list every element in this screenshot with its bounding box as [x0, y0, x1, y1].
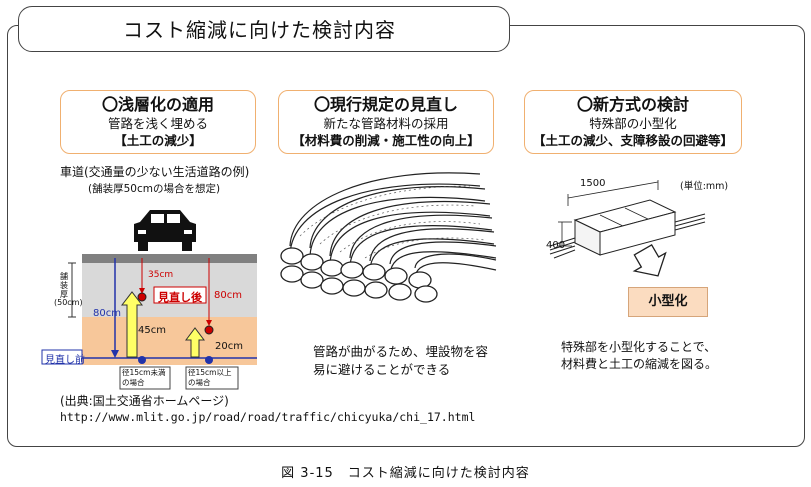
miniaturize-badge: 小型化	[628, 287, 708, 317]
column-bracket: 【材料費の削減・施工性の向上】	[292, 133, 480, 148]
column-heading: 〇浅層化の適用	[101, 95, 214, 114]
pipe-large-box	[185, 366, 239, 390]
lower-soil-layer	[82, 317, 257, 365]
rise-arrow-20	[185, 327, 205, 358]
column-revision-header: 〇現行規定の見直し 新たな管路材料の採用 【材料費の削減・施工性の向上】	[278, 90, 494, 154]
middle-desc-line1: 管路が曲がるため、埋設物を容	[313, 344, 489, 359]
unit-label: (単位:mm)	[680, 181, 729, 192]
car-icon	[134, 210, 196, 251]
pavement-layer	[82, 254, 257, 263]
pipe-before-large	[205, 356, 213, 364]
middle-desc-line2: 易に避けることができる	[313, 362, 451, 377]
before-label-box	[41, 349, 83, 365]
right-desc-line2: 材料費と土工の縮減を図る。	[561, 357, 718, 371]
road-caption: 車道(交通量の少ない生活道路の例)	[60, 165, 250, 179]
column-bracket: 【土工の減少、支障移設の回避等】	[532, 133, 733, 148]
dimension-400: 400	[546, 240, 566, 251]
pipe-before-small	[138, 356, 146, 364]
pavement-note: (舗装厚50cmの場合を想定)	[88, 183, 221, 195]
depth-20: 20cm	[215, 341, 243, 352]
column-shallow-header: 〇浅層化の適用 管路を浅く埋める 【土工の減少】	[60, 90, 256, 154]
small-vault-illustration	[549, 180, 706, 277]
right-desc-line1: 特殊部を小型化することで、	[561, 340, 717, 354]
page-title: コスト縮減に向けた検討内容	[18, 6, 510, 52]
column-sub: 管路を浅く埋める	[107, 116, 208, 131]
column-heading: 〇新方式の検討	[576, 95, 689, 114]
column-heading: 〇現行規定の見直し	[313, 95, 458, 114]
column-bracket: 【土工の減少】	[114, 133, 202, 148]
depth-45: 45cm	[138, 325, 166, 336]
pipe-large-label: 径15cm以上の場合	[188, 368, 232, 387]
depth-80-right: 80cm	[214, 290, 242, 301]
pipe-small-box	[119, 366, 171, 390]
dimension-1500: 1500	[580, 178, 606, 189]
source-note: (出典:国土交通省ホームページ)	[60, 394, 229, 408]
pipe-after-large	[204, 325, 214, 335]
after-label-box	[153, 286, 207, 304]
column-sub: 特殊部の小型化	[589, 116, 677, 131]
column-newmethod-header: 〇新方式の検討 特殊部の小型化 【土工の減少、支障移設の回避等】	[524, 90, 742, 154]
pipe-small-label: 径15cm未満の場合	[122, 368, 166, 387]
shallow-burial-diagram	[41, 210, 257, 390]
after-label: 見直し後	[158, 291, 202, 304]
depth-80-left: 80cm	[93, 308, 121, 319]
before-label: 見直し前	[45, 355, 85, 366]
depth-35: 35cm	[148, 270, 174, 280]
figure-caption: 図 3-15 コスト縮減に向けた検討内容	[281, 466, 530, 481]
pipe-after-small	[137, 292, 147, 302]
column-sub: 新たな管路材料の採用	[323, 116, 449, 131]
pavement-label: 舗装厚	[60, 272, 68, 299]
down-arrow-icon	[632, 243, 667, 277]
source-url[interactable]: http://www.mlit.go.jp/road/road/traffic/…	[60, 410, 476, 424]
rise-arrow-45	[120, 291, 144, 358]
flexible-pipes-illustration	[280, 172, 497, 303]
pavement-value: (50cm)	[54, 298, 83, 307]
